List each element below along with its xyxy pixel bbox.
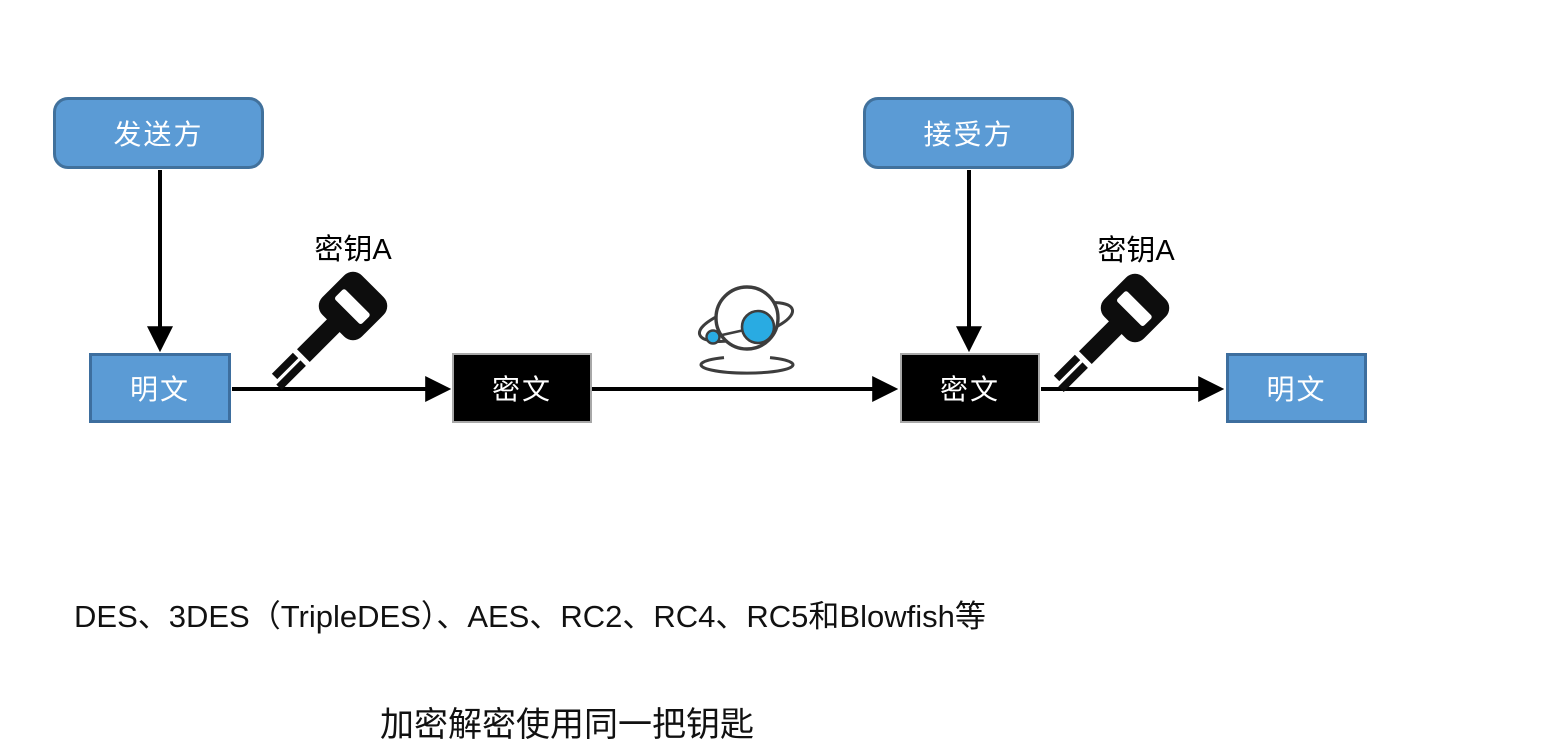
sender-label: 发送方 xyxy=(113,119,204,150)
summary-text: 加密解密使用同一把钥匙 xyxy=(380,706,754,744)
plaintext-box-right: 明文 xyxy=(1226,353,1367,423)
key-label-right: 密钥A xyxy=(1097,235,1175,267)
plaintext-label-right: 明文 xyxy=(1266,374,1327,405)
sender-box: 发送方 xyxy=(53,97,264,169)
key-icon-left xyxy=(271,271,388,391)
ciphertext-label-left: 密文 xyxy=(491,374,552,405)
receiver-box: 接受方 xyxy=(863,97,1074,169)
key-label-left: 密钥A xyxy=(314,234,392,266)
plaintext-label-left: 明文 xyxy=(129,374,190,405)
plaintext-box-left: 明文 xyxy=(89,353,231,423)
algorithms-text: DES、3DES（TripleDES）、AES、RC2、RC4、RC5和Blow… xyxy=(74,599,986,634)
globe-network-icon xyxy=(697,285,795,375)
ciphertext-box-right: 密文 xyxy=(900,353,1040,423)
ciphertext-box-left: 密文 xyxy=(452,353,592,423)
key-icon-right xyxy=(1053,273,1170,393)
ciphertext-label-right: 密文 xyxy=(939,374,1000,405)
receiver-label: 接受方 xyxy=(923,119,1014,150)
